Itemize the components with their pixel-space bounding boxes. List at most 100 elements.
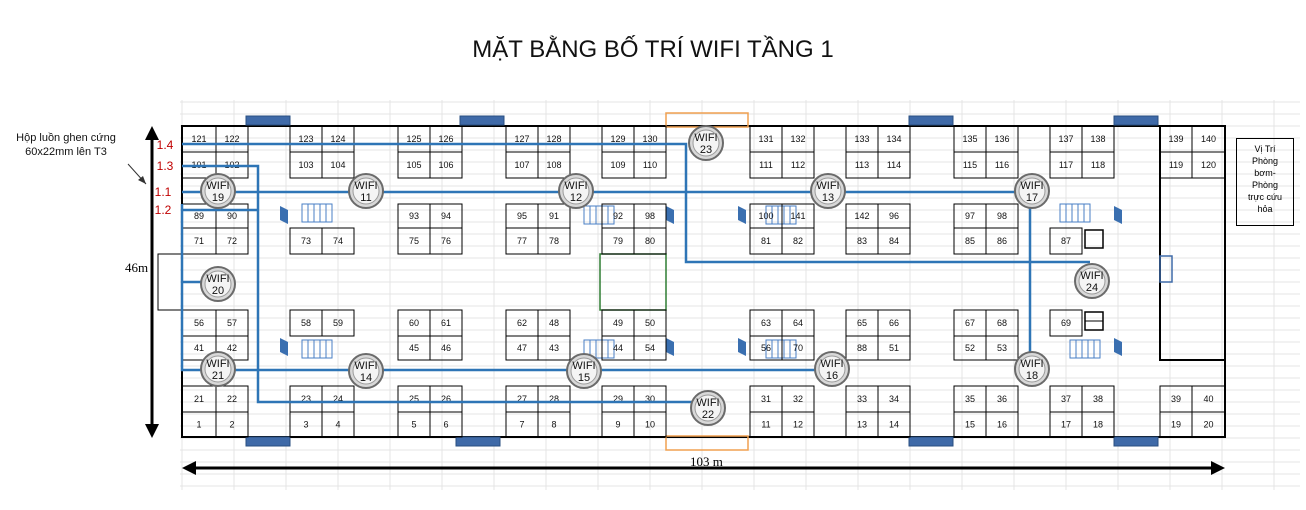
door-leaf-icon bbox=[280, 206, 288, 224]
room-number: 29 bbox=[613, 394, 623, 404]
room-number: 22 bbox=[227, 394, 237, 404]
room-number: 119 bbox=[1169, 160, 1183, 170]
wifi-label: WIFI bbox=[572, 360, 595, 372]
room-number: 64 bbox=[793, 318, 803, 328]
room-number: 108 bbox=[546, 160, 561, 170]
room-number: 139 bbox=[1168, 134, 1183, 144]
stair-icon bbox=[1059, 203, 1091, 223]
room-number: 103 bbox=[298, 160, 313, 170]
room-number: 4 bbox=[335, 420, 340, 430]
room-number: 83 bbox=[857, 236, 867, 246]
room-number: 112 bbox=[791, 160, 805, 170]
room-number: 25 bbox=[409, 394, 419, 404]
page-title: MẶT BẰNG BỐ TRÍ WIFI TẦNG 1 bbox=[472, 36, 834, 63]
room-number: 57 bbox=[227, 318, 237, 328]
room-number: 53 bbox=[997, 343, 1007, 353]
stair-icon bbox=[583, 205, 615, 225]
room-number: 5 bbox=[411, 420, 416, 430]
room-number: 18 bbox=[1093, 420, 1103, 430]
wifi-label: WIFI bbox=[206, 180, 229, 192]
wifi-core bbox=[1018, 355, 1046, 383]
stair-outline bbox=[1059, 203, 1091, 223]
room-number: 32 bbox=[793, 394, 803, 404]
wifi-core bbox=[204, 355, 232, 383]
room-number: 75 bbox=[409, 236, 419, 246]
room-number: 27 bbox=[517, 394, 527, 404]
room-number: 60 bbox=[409, 318, 419, 328]
door-leaf-icon bbox=[666, 338, 674, 356]
room-number: 111 bbox=[759, 160, 773, 170]
room-cell bbox=[781, 335, 815, 361]
room-number: 36 bbox=[997, 394, 1007, 404]
room-number: 63 bbox=[761, 318, 771, 328]
arrowhead bbox=[182, 461, 196, 475]
room-number: 89 bbox=[194, 211, 204, 221]
wifi-access-point-icon bbox=[348, 353, 384, 389]
wifi-access-point-icon bbox=[566, 353, 602, 389]
height-dimension-label: 46m bbox=[125, 260, 149, 275]
room-number: 117 bbox=[1059, 160, 1073, 170]
stair-icon bbox=[301, 203, 333, 223]
room-cell bbox=[321, 411, 355, 438]
room-number: 141 bbox=[790, 211, 805, 221]
room-cell bbox=[1081, 151, 1115, 179]
wifi-core bbox=[204, 270, 232, 298]
room-number: 12 bbox=[793, 420, 803, 430]
room-number: 16 bbox=[997, 420, 1007, 430]
exit-door bbox=[908, 436, 954, 447]
room-cell bbox=[985, 335, 1019, 361]
cable-route bbox=[182, 164, 706, 404]
stair-icon bbox=[1069, 339, 1101, 359]
room-number: 52 bbox=[965, 343, 975, 353]
room-number: 134 bbox=[886, 134, 901, 144]
room-number: 110 bbox=[643, 160, 657, 170]
room-number: 133 bbox=[854, 134, 869, 144]
room-cell bbox=[985, 151, 1019, 179]
room-number: 62 bbox=[517, 318, 527, 328]
room-number: 8 bbox=[551, 420, 556, 430]
room-number: 96 bbox=[889, 211, 899, 221]
room-cell bbox=[877, 151, 911, 179]
pump-room-box: Vị Trí Phòng bơm- Phòng trực cứu hỏa bbox=[1236, 138, 1294, 226]
room-number: 100 bbox=[758, 211, 773, 221]
cable-line-label: 1.2 bbox=[155, 203, 172, 217]
room-number: 86 bbox=[997, 236, 1007, 246]
room-number: 50 bbox=[645, 318, 655, 328]
wifi-core bbox=[1018, 177, 1046, 205]
wifi-label: WIFI bbox=[206, 273, 229, 285]
room-number: 106 bbox=[438, 160, 453, 170]
room-number: 104 bbox=[330, 160, 345, 170]
room-number: 68 bbox=[997, 318, 1007, 328]
wifi-id: 22 bbox=[702, 409, 714, 421]
wifi-core bbox=[352, 357, 380, 385]
room-number: 66 bbox=[889, 318, 899, 328]
room-number: 71 bbox=[194, 236, 204, 246]
room-cell bbox=[633, 151, 667, 179]
cable-line-label: 1.4 bbox=[157, 138, 174, 152]
wifi-label: WIFI bbox=[1020, 358, 1043, 370]
room-number: 10 bbox=[645, 420, 655, 430]
room-number: 129 bbox=[610, 134, 625, 144]
room-cell bbox=[781, 151, 815, 179]
room-number: 2 bbox=[229, 420, 234, 430]
room-number: 37 bbox=[1061, 394, 1071, 404]
room-number: 70 bbox=[793, 343, 803, 353]
room-number: 114 bbox=[887, 160, 901, 170]
room-number: 39 bbox=[1171, 394, 1181, 404]
stair-outline bbox=[583, 205, 615, 225]
pump-room-line: Phòng bbox=[1251, 156, 1279, 166]
door-leaf-icon bbox=[738, 338, 746, 356]
room-number: 3 bbox=[303, 420, 308, 430]
stair-icon bbox=[765, 339, 797, 359]
room-number: 109 bbox=[610, 160, 625, 170]
room-number: 125 bbox=[406, 134, 421, 144]
room-number: 128 bbox=[546, 134, 561, 144]
room-number: 48 bbox=[549, 318, 559, 328]
room-cell bbox=[215, 411, 249, 438]
wifi-access-point-icon bbox=[558, 173, 594, 209]
wifi-access-point-icon bbox=[1074, 263, 1110, 299]
door-leaf-icon bbox=[280, 338, 288, 356]
stair-outline bbox=[765, 339, 797, 359]
arrowhead bbox=[145, 126, 159, 140]
